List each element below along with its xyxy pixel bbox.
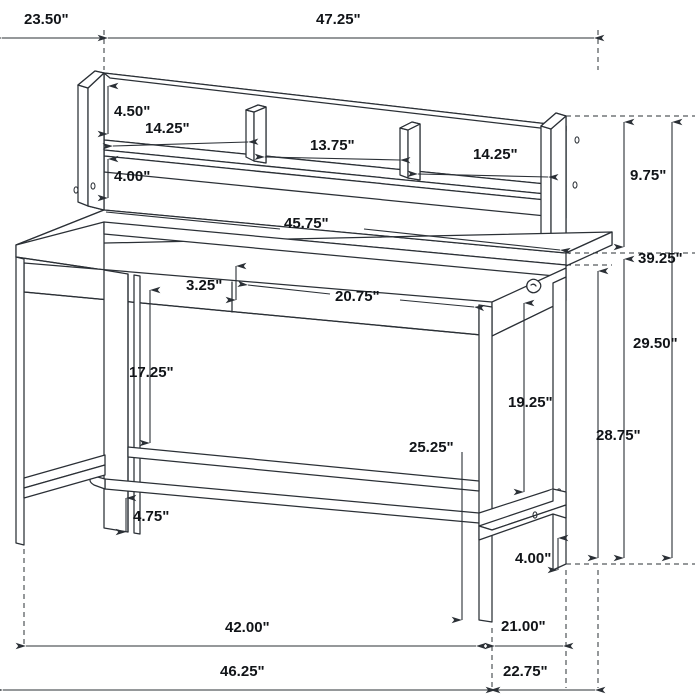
dim-label-side-rail-height: 4.00" [515,550,551,567]
hutch-left-post [77,70,105,211]
leg-rear-right [552,276,567,571]
dim-label-overall-front-width: 46.25" [220,663,265,680]
front-stretcher-upper [127,446,480,492]
dim-label-overall-depth: 22.75" [503,663,548,680]
dim-label-hutch-side-height: 9.75" [630,167,666,184]
leg-front-right [478,304,493,623]
dimension-labels: 23.50" 47.25" 4.50" 14.25" 13.75" 14.25"… [24,11,683,680]
hutch-back-panel [103,72,567,187]
dim-label-cubby-left: 14.25" [145,120,190,137]
dim-label-apron-height: 3.25" [186,277,222,294]
dim-label-desk-height: 29.50" [633,335,678,352]
hutch-right-post [540,112,580,254]
dim-label-cubby-right: 14.25" [473,146,518,163]
dimension-lines [0,30,695,694]
dim-label-overall-height: 39.25" [638,250,683,267]
dim-label-foot-rail-height: 4.75" [133,508,169,525]
dim-label-base-front-width: 42.00" [225,619,270,636]
dim-label-cubby-center: 13.75" [310,137,355,154]
hutch-divider-right [399,121,421,181]
dim-label-desktop-width: 45.75" [284,215,329,232]
drawer-pull-knob [526,278,542,294]
desktop-surface [15,209,613,278]
leg-rear-left [15,256,25,546]
dim-label-top-left-offset: 23.50" [24,11,69,28]
dim-label-drawer-width: 20.75" [335,288,380,305]
dim-label-stretcher-span: 25.25" [409,439,454,456]
hutch-divider-left [245,104,267,164]
left-side-stretcher [23,454,106,499]
dim-label-base-depth: 21.00" [501,618,546,635]
dim-label-hutch-lower-gap: 4.00" [114,168,150,185]
dim-label-hutch-back-height: 4.50" [114,103,150,120]
desk-front-apron [23,262,493,337]
desk-isometric-body [15,70,613,623]
extension-lines-top [103,30,599,70]
dim-label-top-width: 47.25" [316,11,361,28]
dim-label-leg-clearance-side: 19.25" [508,394,553,411]
dim-label-leg-clearance-front: 17.25" [129,364,174,381]
right-side-stretcher [478,488,567,541]
leg-front-left [103,269,141,535]
dim-label-leg-height: 28.75" [596,427,641,444]
